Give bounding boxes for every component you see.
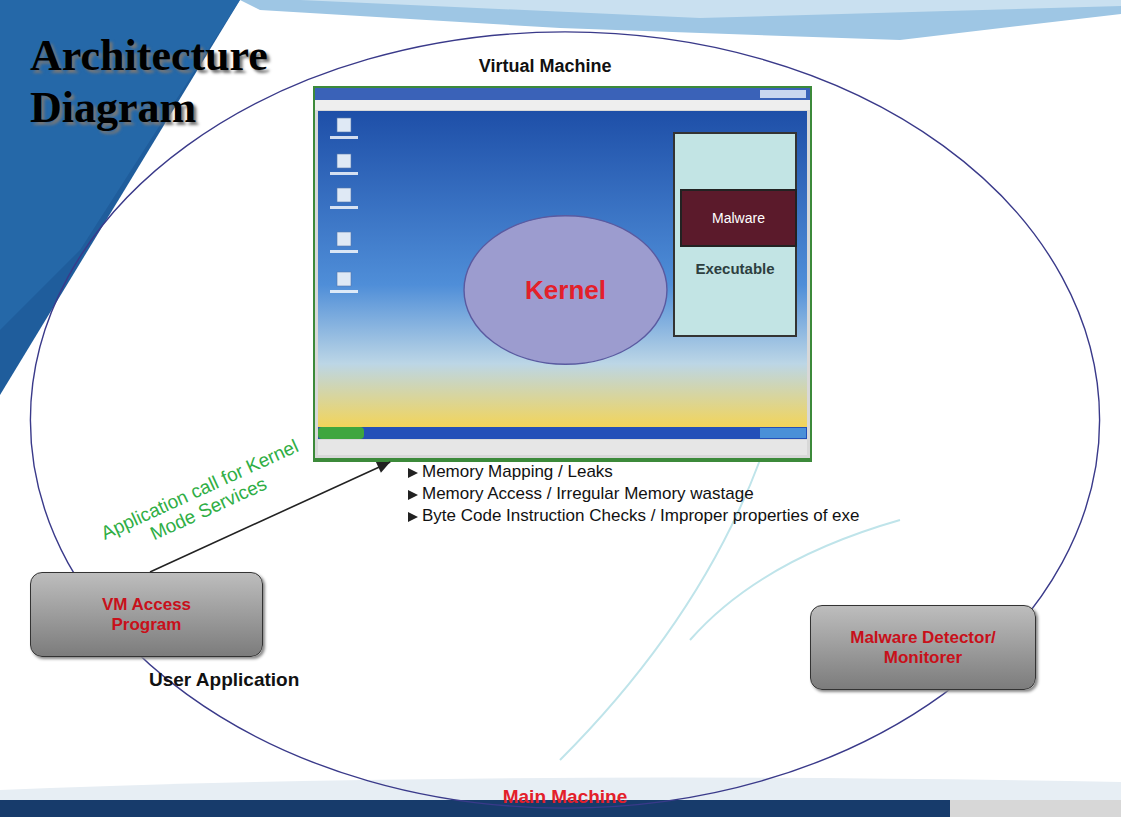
process-label: Malware Detector/ Monitorer [836, 628, 1011, 668]
malware-label: Malware [712, 210, 765, 226]
arrow-label: Application call for Kernel Mode Service… [81, 428, 326, 570]
kernel-ellipse: Kernel [463, 215, 668, 365]
diagram-title: Architecture Diagram [30, 30, 330, 134]
kernel-label: Kernel [525, 275, 606, 306]
group-label: User Application [149, 669, 299, 691]
main-machine-region: Main Machine Virtual MachineKernel Executa… [25, 28, 1105, 812]
feature-note: Byte Code Instruction Checks / Improper … [422, 506, 859, 526]
feature-note: Memory Access / Irregular Memory wastage [422, 484, 754, 504]
process-box: Malware Detector/ Monitorer [810, 605, 1036, 690]
process-label: VM Access Program [72, 595, 222, 635]
feature-note: Memory Mapping / Leaks [422, 462, 613, 482]
executable-box: Executable Malware [673, 132, 797, 337]
virtual-machine-screen: Virtual MachineKernel Executable Malware [315, 52, 810, 460]
malware-box: Malware [680, 189, 797, 247]
region-label: Main Machine [25, 786, 1105, 808]
process-box: VM Access ProgramUser Application [30, 572, 263, 657]
ellipse-outline [25, 28, 1105, 812]
bullet-markers [404, 462, 424, 542]
executable-label: Executable [675, 260, 795, 277]
screen-heading: Virtual Machine [315, 56, 775, 77]
